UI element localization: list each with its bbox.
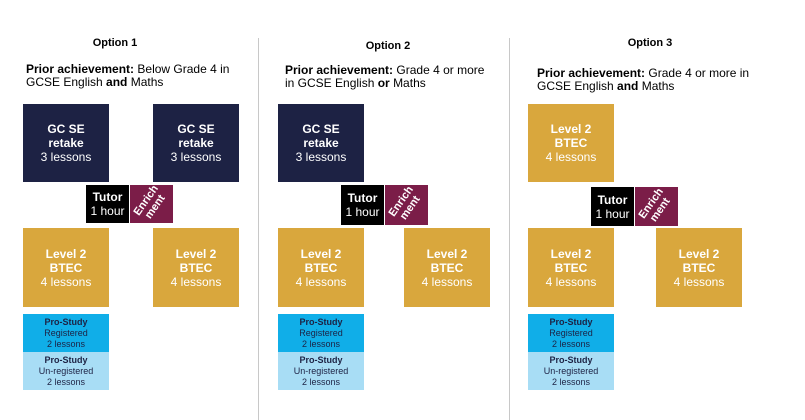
gcse-retake-block: GC SE retake 3 lessons <box>23 104 109 182</box>
tutor-block: Tutor 1 hour <box>591 187 634 226</box>
prior-achievement: Prior achievement: Grade 4 or more in GC… <box>537 66 750 93</box>
prostudy-registered-block: Pro-Study Registered 2 lessons <box>23 314 109 352</box>
prostudy-unregistered-block: Pro-Study Un-registered 2 lessons <box>23 352 109 390</box>
prostudy-unregistered-block: Pro-Study Un-registered 2 lessons <box>528 352 614 390</box>
gcse-retake-block: GC SE retake 3 lessons <box>153 104 239 182</box>
btec-block: Level 2 BTEC 4 lessons <box>278 228 364 307</box>
gcse-retake-block: GC SE retake 3 lessons <box>278 104 364 182</box>
btec-block: Level 2 BTEC 4 lessons <box>404 228 490 307</box>
btec-block: Level 2 BTEC 4 lessons <box>656 228 742 307</box>
enrichment-block: Enrich ment <box>130 183 173 223</box>
btec-block: Level 2 BTEC 4 lessons <box>153 228 239 307</box>
option-title: Option 3 <box>627 37 673 49</box>
option-title: Option 1 <box>92 37 138 49</box>
prior-achievement: Prior achievement: Below Grade 4 in GCSE… <box>26 62 230 89</box>
tutor-block: Tutor 1 hour <box>86 185 129 223</box>
prior-achievement: Prior achievement: Grade 4 or more in GC… <box>285 63 485 90</box>
option-title: Option 2 <box>365 40 411 52</box>
btec-block: Level 2 BTEC 4 lessons <box>23 228 109 307</box>
prostudy-unregistered-block: Pro-Study Un-registered 2 lessons <box>278 352 364 390</box>
tutor-block: Tutor 1 hour <box>341 185 384 225</box>
enrichment-block: Enrich ment <box>635 186 678 226</box>
enrichment-block: Enrich ment <box>385 184 428 225</box>
option-divider <box>258 38 259 420</box>
btec-block: Level 2 BTEC 4 lessons <box>528 104 614 182</box>
option-divider <box>509 38 510 420</box>
prostudy-registered-block: Pro-Study Registered 2 lessons <box>278 314 364 352</box>
prostudy-registered-block: Pro-Study Registered 2 lessons <box>528 314 614 352</box>
btec-block: Level 2 BTEC 4 lessons <box>528 228 614 307</box>
